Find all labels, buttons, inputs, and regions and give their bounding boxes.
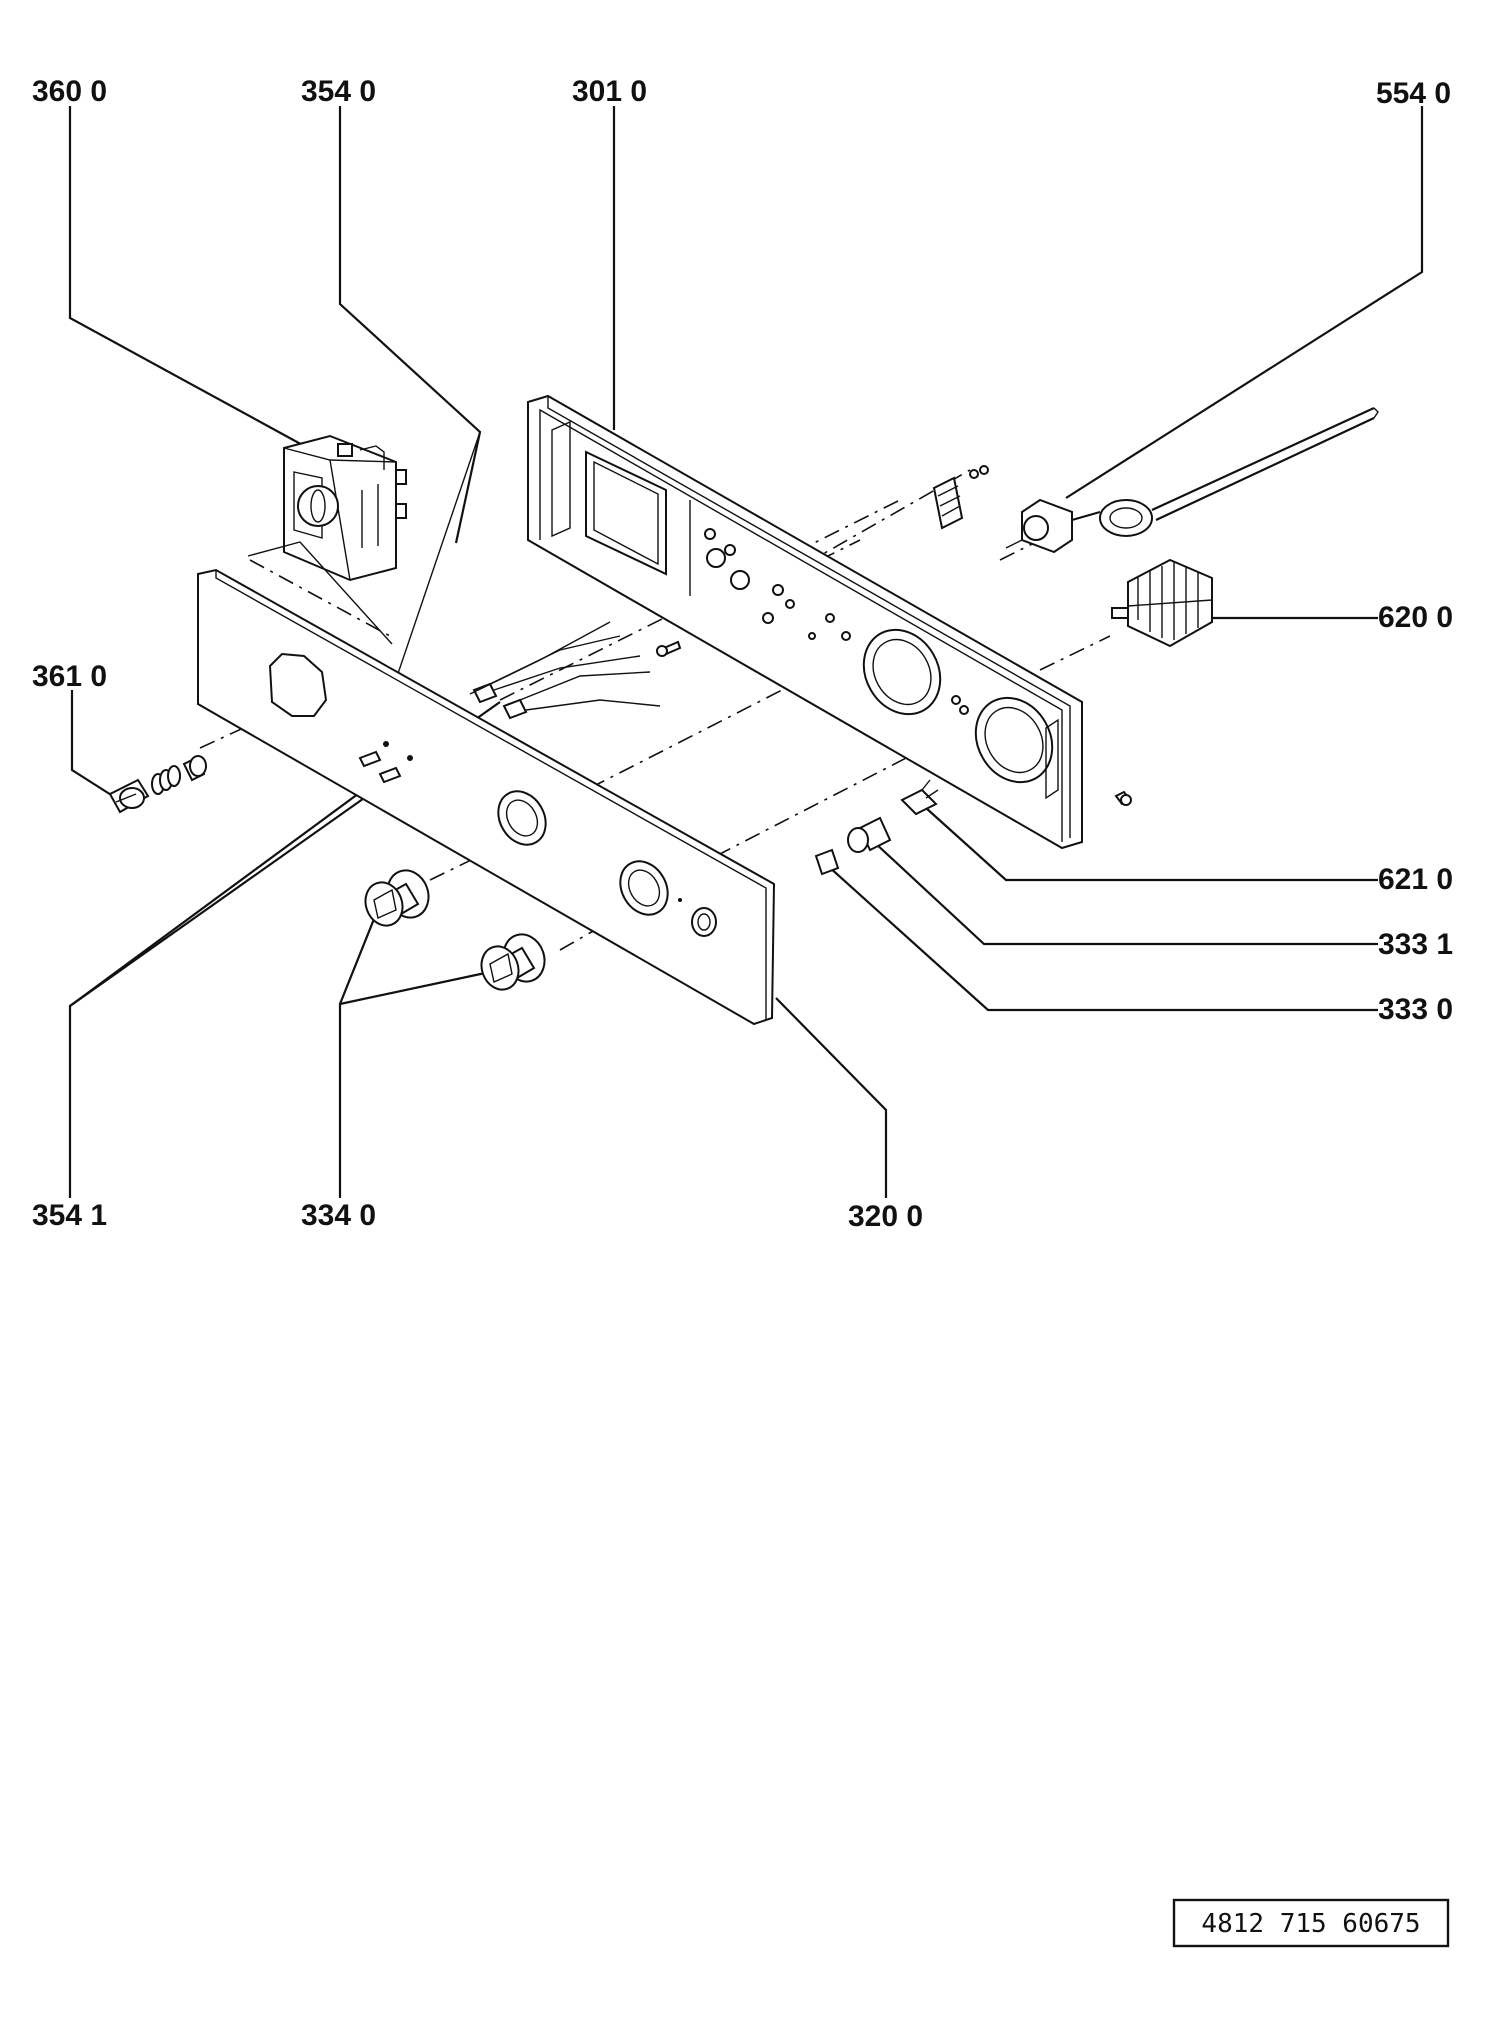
- timer-module: [283, 434, 407, 582]
- document-number: 4812 715 60675: [1201, 1909, 1420, 1939]
- timer-knob: [108, 755, 207, 814]
- indicator-lamps: [469, 621, 661, 720]
- control-knob-upper: [364, 869, 430, 927]
- front-control-panel: [197, 568, 776, 1026]
- knob-shaft-sleeve: [182, 755, 207, 782]
- callout-620-0: 620 0: [1378, 601, 1453, 634]
- callout-360-0: 360 0: [32, 75, 107, 108]
- rear-panel-frame: [527, 394, 1083, 850]
- pilot-lamp-assembly: [814, 779, 939, 876]
- selector-switch: [1111, 558, 1213, 648]
- panel-screws: [656, 640, 1132, 806]
- terminal-block: [932, 465, 989, 530]
- control-knob-lower: [480, 933, 546, 991]
- callout-354-1: 354 1: [32, 1199, 107, 1232]
- callout-333-1: 333 1: [1378, 928, 1453, 961]
- callout-361-0: 361 0: [32, 660, 107, 693]
- callout-354-0: 354 0: [301, 75, 376, 108]
- callout-labels: 360 0 354 0 301 0 554 0 361 0 620 0 621 …: [32, 75, 1453, 1233]
- callout-333-0: 333 0: [1378, 993, 1453, 1026]
- document-number-box: 4812 715 60675: [1172, 1898, 1450, 1948]
- timer-mounting-line: [247, 541, 393, 645]
- lamp-clips: [358, 741, 413, 784]
- leader-lines: [68, 106, 1424, 1198]
- callout-621-0: 621 0: [1378, 863, 1453, 896]
- callout-554-0: 554 0: [1376, 77, 1451, 110]
- callout-334-0: 334 0: [301, 1199, 376, 1232]
- thermostat: [1005, 407, 1379, 554]
- callout-320-0: 320 0: [848, 1200, 923, 1233]
- knob-spring: [151, 765, 181, 795]
- callout-301-0: 301 0: [572, 75, 647, 108]
